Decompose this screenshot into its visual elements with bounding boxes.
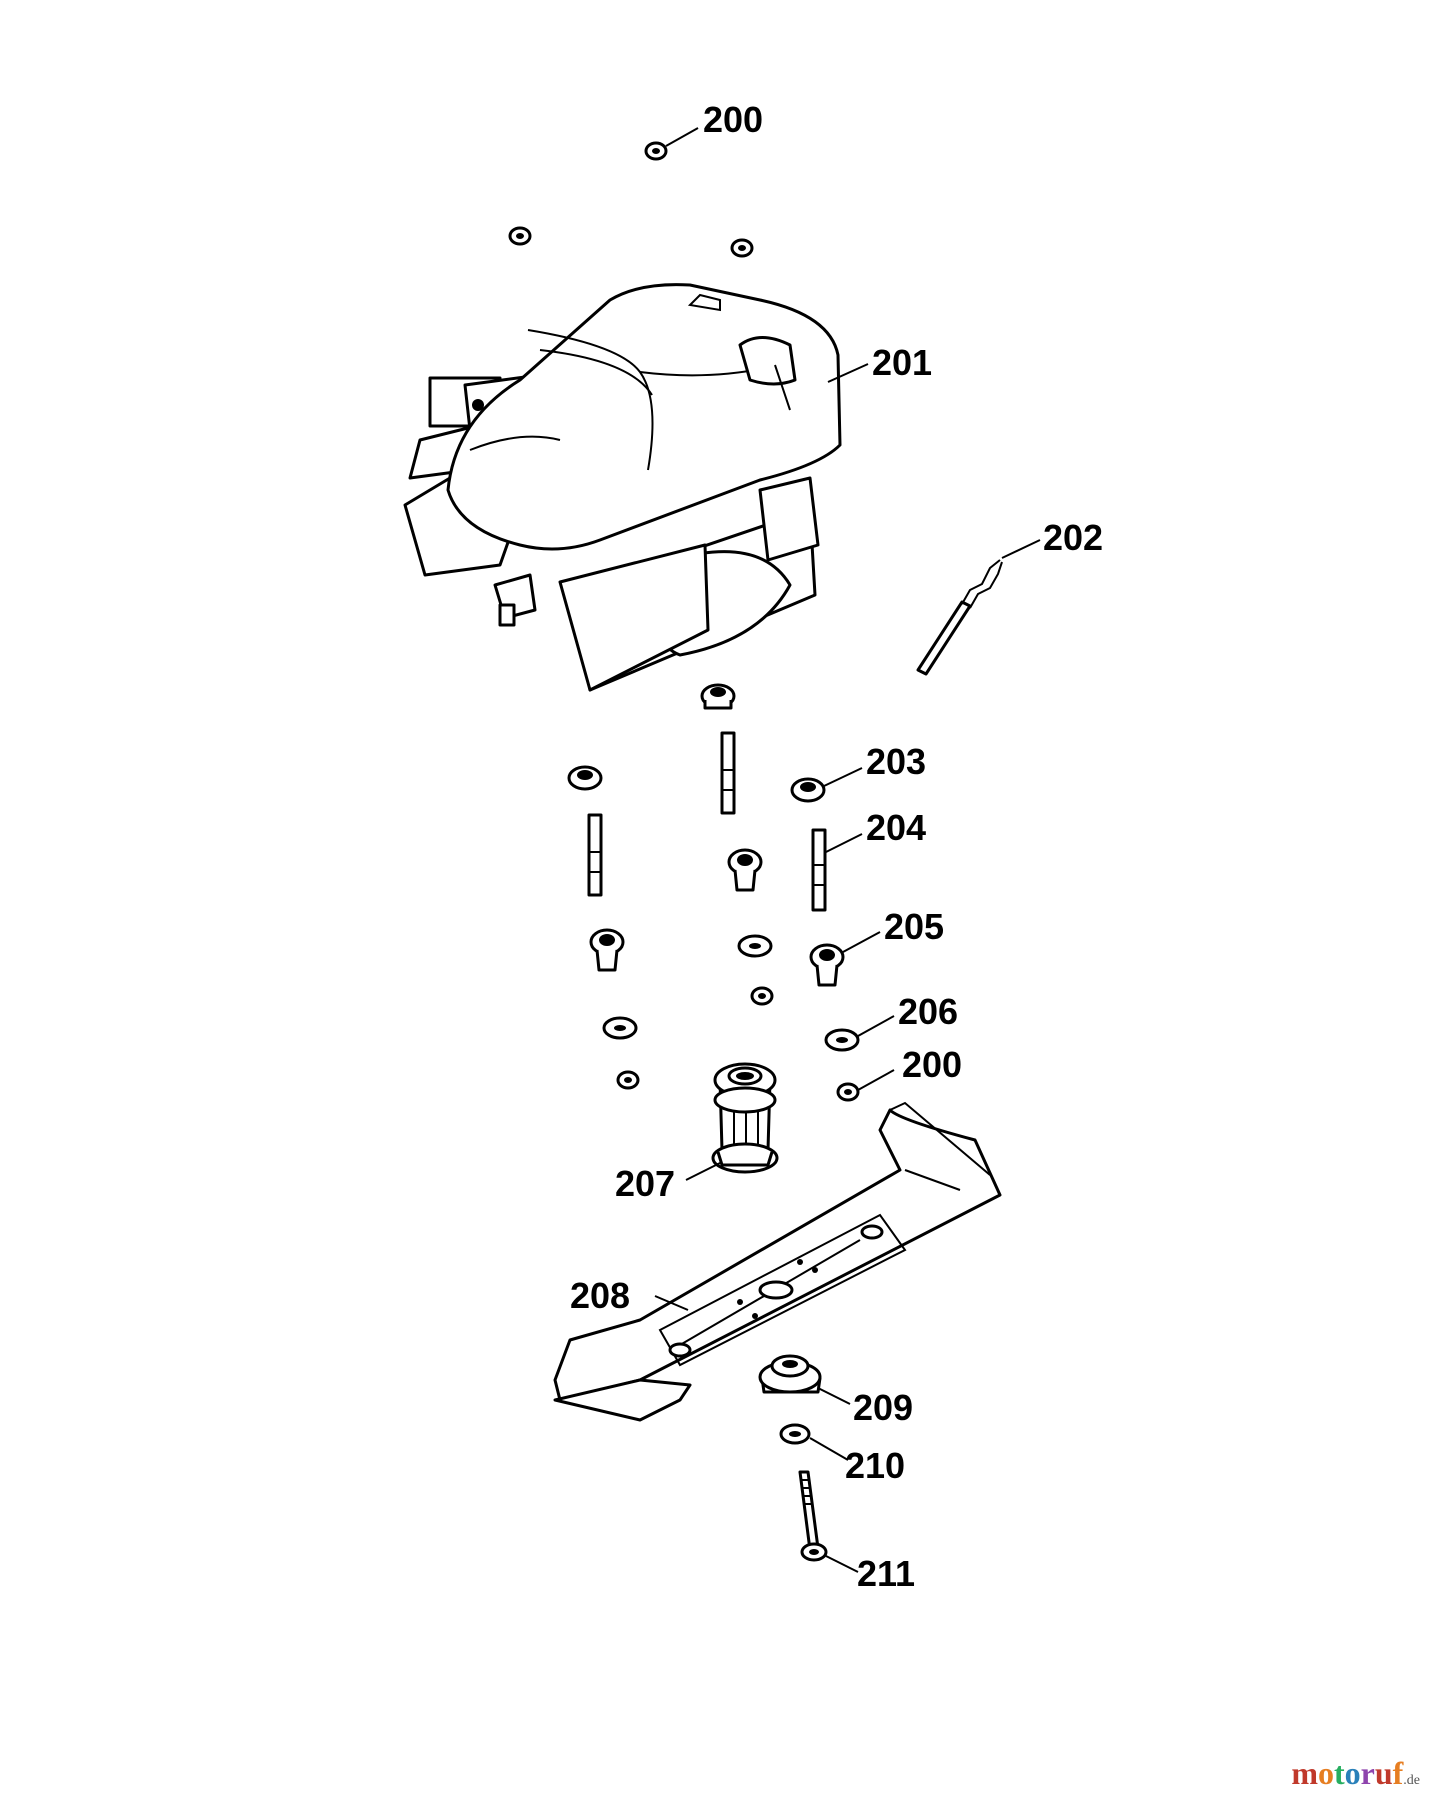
- cable-202: [916, 559, 1003, 676]
- stud-left: [587, 813, 603, 897]
- label-208: 208: [570, 1275, 630, 1316]
- wm-o1: o: [1317, 1755, 1334, 1791]
- label-202: 202: [1043, 517, 1103, 558]
- label-209: 209: [853, 1387, 913, 1428]
- wm-tld: .de: [1403, 1773, 1420, 1788]
- retainer-209: [758, 1354, 822, 1394]
- nut-200-bottom: [836, 1082, 860, 1102]
- bolt-211: [798, 1470, 828, 1562]
- stud-center: [720, 731, 736, 815]
- motoruf-watermark-logo: motoruf.de: [1291, 1755, 1420, 1792]
- label-210: 210: [845, 1445, 905, 1486]
- spacer-center-top: [700, 683, 736, 710]
- blade-208: [553, 1101, 1002, 1422]
- washer-center: [737, 934, 773, 958]
- spacer-left: [567, 765, 603, 791]
- spacer-203: [790, 777, 826, 803]
- blade-holder-207: [711, 1062, 779, 1174]
- label-201: 201: [872, 342, 932, 383]
- nut-center-mid: [750, 986, 774, 1006]
- washer-210: [779, 1423, 811, 1445]
- wm-t: t: [1333, 1755, 1345, 1791]
- wm-f: f: [1392, 1755, 1404, 1791]
- label-206: 206: [898, 991, 958, 1032]
- nut-left-mid: [616, 1070, 640, 1090]
- wm-u: u: [1374, 1755, 1393, 1791]
- bushing-205: [809, 943, 845, 987]
- label-205: 205: [884, 906, 944, 947]
- washer-206: [824, 1028, 860, 1052]
- label-211: 211: [857, 1553, 915, 1594]
- nut-left-top: [508, 226, 532, 246]
- wm-m: m: [1291, 1755, 1318, 1791]
- label-207: 207: [615, 1163, 675, 1204]
- engine-201: [403, 283, 842, 692]
- bushing-left: [589, 928, 625, 972]
- wm-o2: o: [1344, 1755, 1361, 1791]
- bushing-center: [727, 848, 763, 892]
- wm-r: r: [1360, 1755, 1375, 1791]
- label-200-bottom: 200: [902, 1044, 962, 1085]
- stud-204: [811, 828, 827, 912]
- label-204: 204: [866, 807, 926, 848]
- label-200-top: 200: [703, 99, 763, 140]
- label-203: 203: [866, 741, 926, 782]
- nut-right-top: [730, 238, 754, 258]
- nut-200-top: [644, 141, 668, 161]
- washer-left: [602, 1016, 638, 1040]
